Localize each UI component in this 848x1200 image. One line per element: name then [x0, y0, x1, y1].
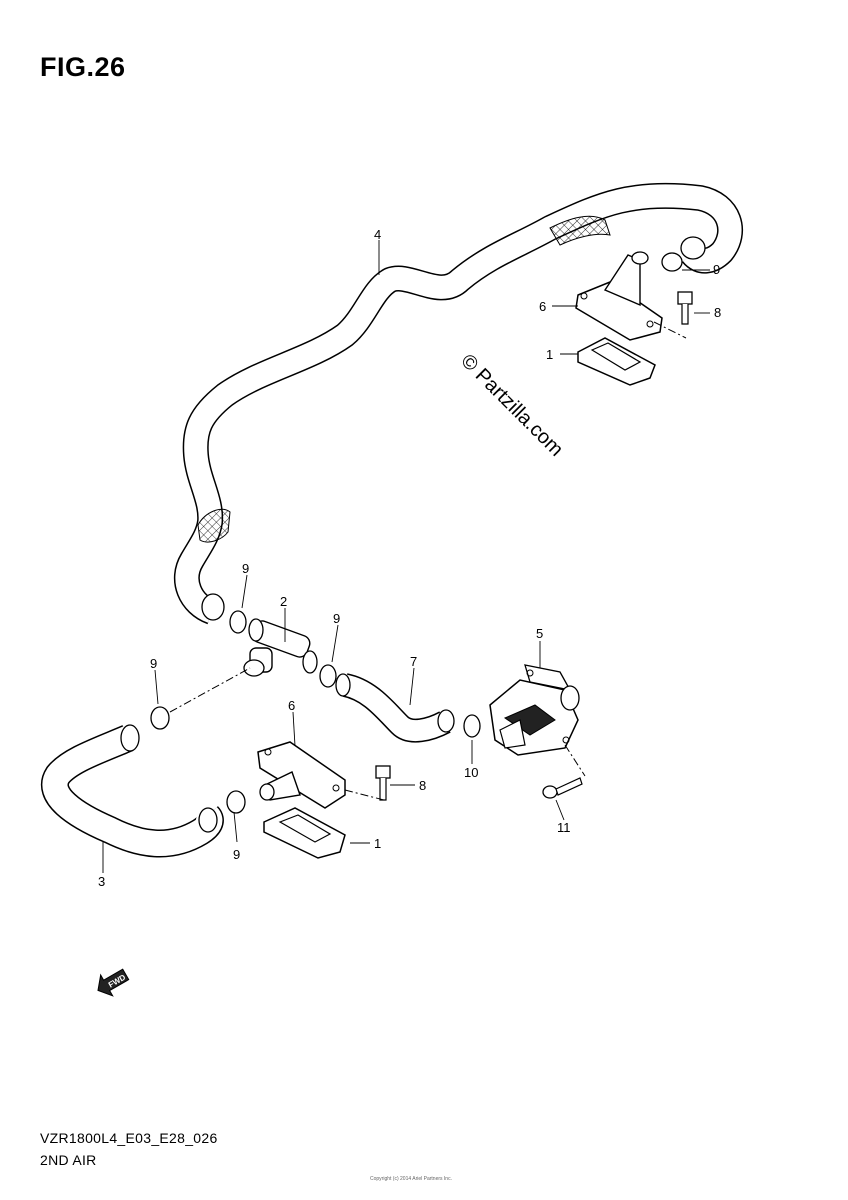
callout-8-bottom: 8	[419, 778, 426, 793]
hose-3	[41, 724, 224, 858]
reed-valve-1-top	[577, 337, 656, 386]
callout-5: 5	[536, 626, 543, 641]
callout-10: 10	[464, 765, 478, 780]
callout-1-bottom: 1	[374, 836, 381, 851]
callout-6-bottom: 6	[288, 698, 295, 713]
callout-9-b: 9	[333, 611, 340, 626]
callout-1-top: 1	[546, 347, 553, 362]
leader-lines	[102, 240, 710, 873]
screw-11	[542, 777, 583, 799]
callout-2: 2	[280, 594, 287, 609]
joint-2	[243, 618, 318, 677]
reed-valve-cover-6-bottom	[257, 741, 346, 809]
callout-6-top: 6	[539, 299, 546, 314]
watermark: © Partzilla.com	[456, 350, 567, 461]
copyright-text: Copyright (c) 2014 Ariel Partners Inc.	[370, 1176, 452, 1182]
callout-7: 7	[410, 654, 417, 669]
callout-9-c: 9	[150, 656, 157, 671]
callout-3: 3	[98, 874, 105, 889]
section-name: 2ND AIR	[40, 1152, 97, 1168]
control-valve-5	[489, 664, 580, 756]
reed-valve-cover-6-top	[575, 251, 663, 341]
callout-11: 11	[557, 820, 571, 835]
callout-8-top: 8	[714, 305, 721, 320]
callout-9-d: 9	[233, 847, 240, 862]
reed-valve-1-bottom	[263, 807, 346, 859]
hose-7	[335, 673, 455, 743]
callout-4: 4	[374, 227, 381, 242]
bolt-8-bottom	[375, 765, 391, 801]
callout-9-a: 9	[242, 561, 249, 576]
callout-9-top-right: 9	[713, 262, 720, 277]
figure-title: FIG.26	[40, 52, 126, 82]
assembly-lines	[169, 321, 687, 801]
model-code: VZR1800L4_E03_E28_026	[40, 1130, 218, 1146]
clamp-9-group	[150, 252, 683, 814]
forward-arrow-icon: FWD	[97, 968, 130, 997]
clamp-10	[463, 714, 481, 738]
bolt-8-top	[677, 291, 693, 325]
hose-4	[173, 182, 743, 625]
